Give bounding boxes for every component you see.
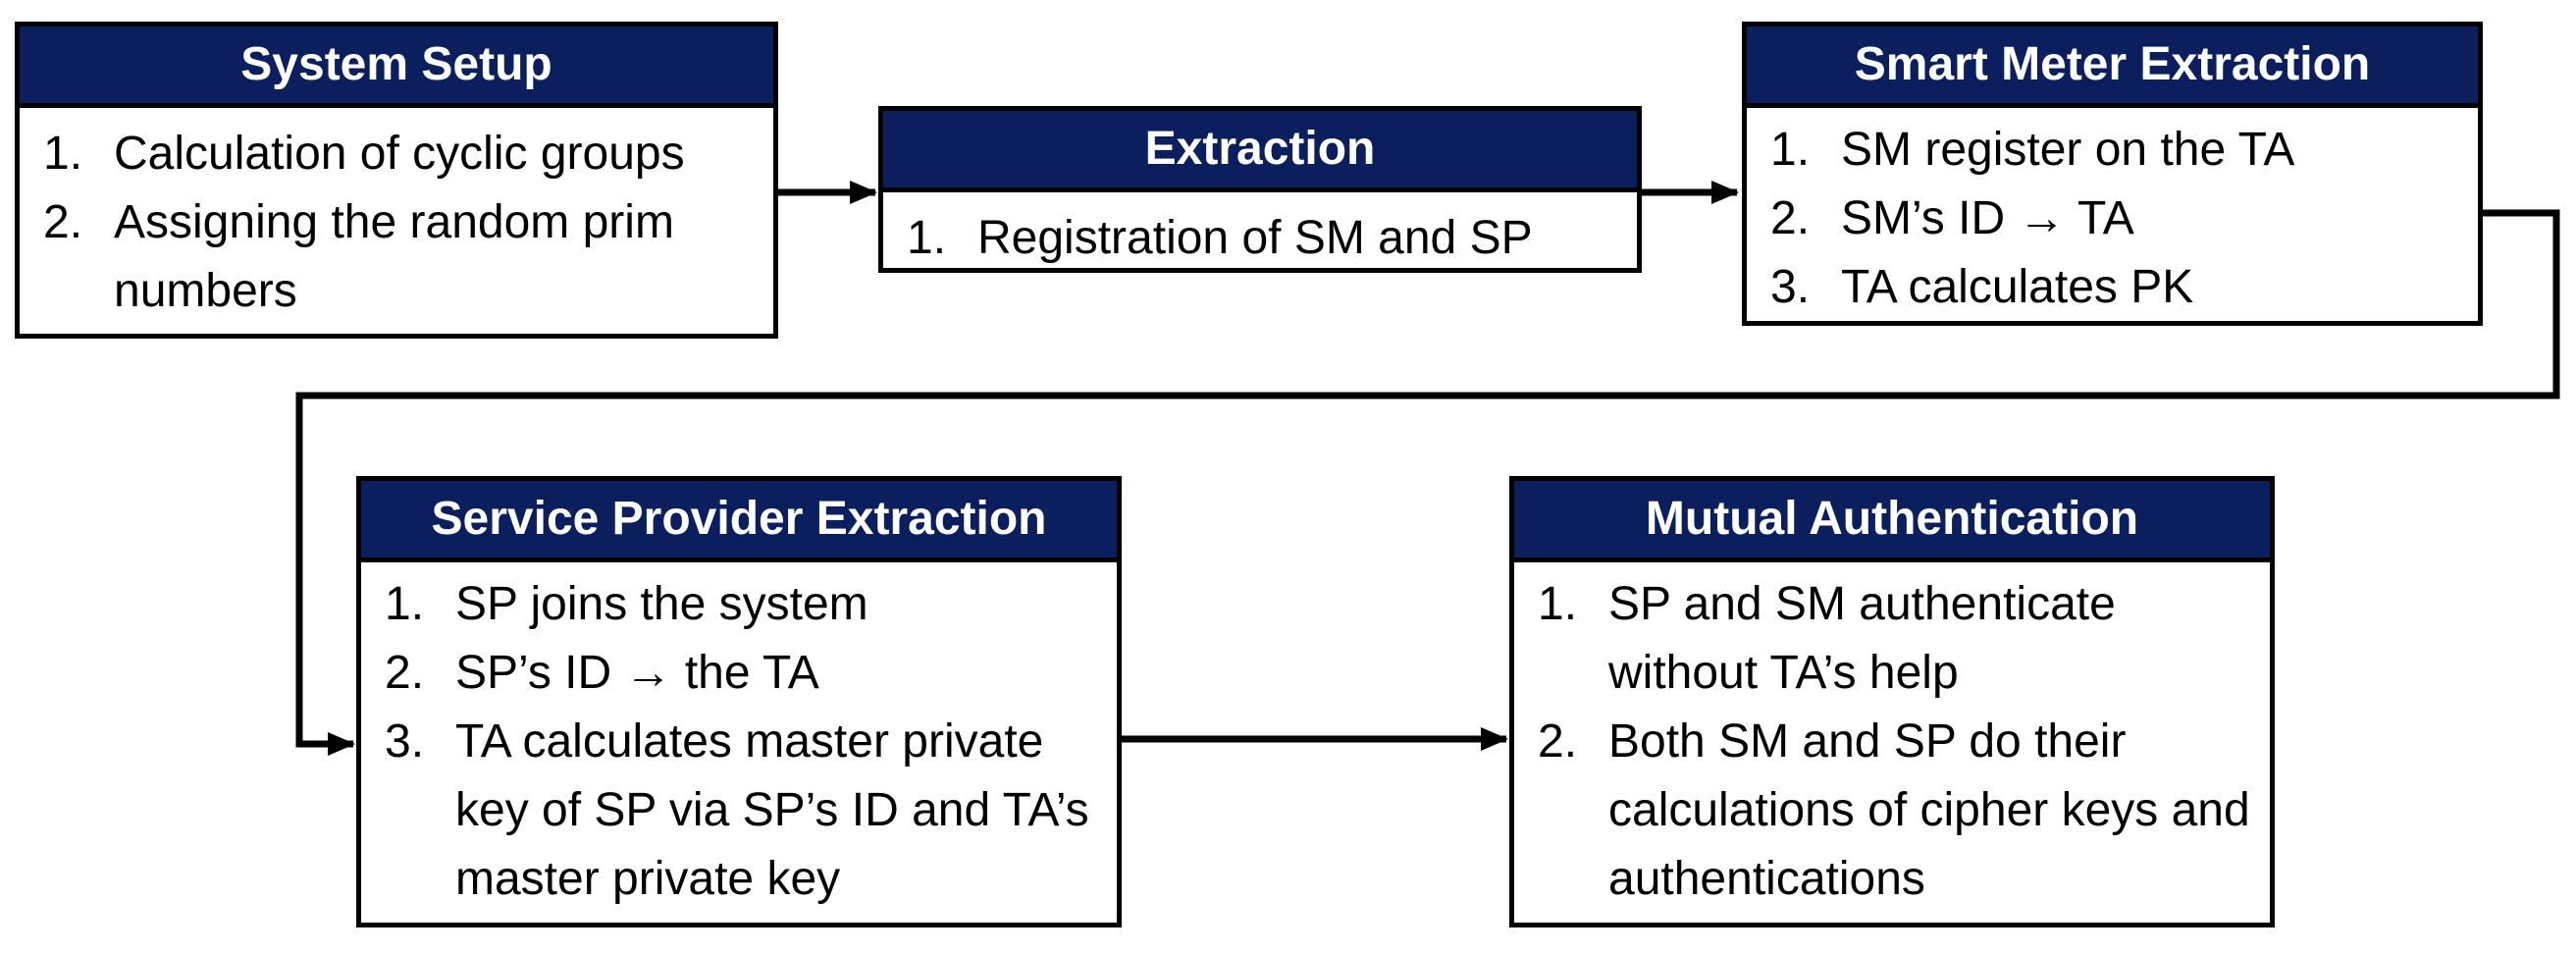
list-item: 1.SP and SM authenticate without TA’s he… [1538,578,2116,699]
system-setup-box: System Setup 1.Calculation of cyclic gro… [15,22,778,339]
list-item: 1.Calculation of cyclic groups [43,128,685,180]
smart-meter-extraction-title: Smart Meter Extraction [1747,26,2478,108]
service-provider-extraction-list: 1.SP joins the system 2.SP’s ID → the TA… [361,562,1117,914]
smart-meter-extraction-list: 1.SM register on the TA 2.SM’s ID → TA 3… [1747,108,2478,322]
service-provider-extraction-box: Service Provider Extraction 1.SP joins t… [356,476,1122,927]
mutual-authentication-list: 1.SP and SM authenticate without TA’s he… [1514,562,2270,914]
extraction-title: Extraction [883,111,1637,192]
extraction-list: 1.Registration of SM and SP [883,192,1637,273]
list-item: 1.SM register on the TA [1770,124,2295,176]
list-item: 1.Registration of SM and SP [907,212,1533,264]
list-item: 2.Assigning the random prim numbers [43,196,674,317]
extraction-box: Extraction 1.Registration of SM and SP [878,106,1642,273]
list-item: 2.SP’s ID → the TA [385,647,819,699]
list-item: 1.SP joins the system [385,578,868,630]
smart-meter-extraction-box: Smart Meter Extraction 1.SM register on … [1742,22,2483,326]
list-item: 3.TA calculates PK [1770,261,2194,313]
mutual-authentication-title: Mutual Authentication [1514,481,2270,562]
arrow-sm-to-sp [295,209,2560,756]
system-setup-list: 1.Calculation of cyclic groups 2.Assigni… [20,108,773,326]
list-item: 3.TA calculates master private key of SP… [385,715,1089,905]
list-item: 2.Both SM and SP do their calculations o… [1538,715,2250,905]
list-item: 2.SM’s ID → TA [1770,192,2134,244]
system-setup-title: System Setup [20,26,773,108]
service-provider-extraction-title: Service Provider Extraction [361,481,1117,562]
mutual-authentication-box: Mutual Authentication 1.SP and SM authen… [1509,476,2275,927]
